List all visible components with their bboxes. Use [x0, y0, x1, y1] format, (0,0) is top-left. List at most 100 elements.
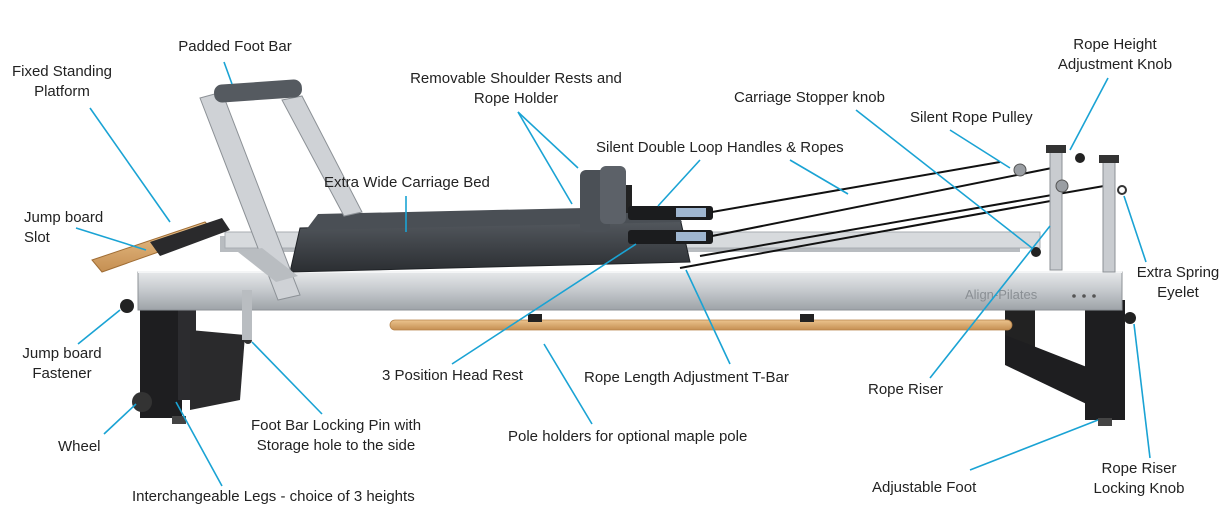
riser-collar: [1046, 145, 1066, 153]
leader-double-loop-handles-2: [789, 159, 849, 195]
label-rope-length-adjustment-tbar: Rope Length Adjustment T-Bar: [584, 368, 789, 388]
leader-rope-riser: [929, 225, 1051, 379]
label-text: Rope Holder: [473, 90, 559, 107]
label-jump-board-fastener: Jump board Fastener: [6, 344, 118, 384]
label-text: Fastener: [32, 365, 92, 382]
label-text: Rope Length Adjustment T-Bar: [584, 369, 789, 386]
shoulder-rest: [600, 166, 626, 224]
label-extra-wide-carriage-bed: Extra Wide Carriage Bed: [324, 173, 490, 193]
label-text: Removable Shoulder Rests and: [410, 70, 622, 87]
label-pole-holders: Pole holders for optional maple pole: [508, 427, 747, 447]
foot-bar-brace: [238, 248, 298, 282]
riser-locking-knob: [1124, 312, 1136, 324]
rope: [679, 199, 1057, 269]
label-foot-bar-locking-pin: Foot Bar Locking Pin with Storage hole t…: [230, 416, 442, 456]
leader-rope-length-tbar: [685, 269, 731, 365]
pulley: [1013, 163, 1027, 177]
leader-fixed-standing-platform: [89, 107, 171, 223]
label-text: Padded Foot Bar: [178, 38, 292, 55]
rope-riser-post: [1049, 149, 1063, 271]
leader-silent-rope-pulley: [949, 129, 1011, 169]
pole-holder: [528, 314, 542, 322]
rope-riser-post: [1102, 159, 1116, 273]
label-interchangeable-legs: Interchangeable Legs - choice of 3 heigh…: [132, 487, 415, 507]
label-carriage-stopper-knob: Carriage Stopper knob: [734, 88, 885, 108]
label-text: Fixed Standing: [11, 63, 113, 80]
rope: [711, 167, 1053, 237]
leader-head-rest: [451, 243, 637, 365]
leader-spring-eyelet: [1123, 195, 1147, 263]
label-text: Wheel: [58, 438, 101, 455]
leader-wheel: [103, 403, 137, 435]
label-text: Rope Height: [1073, 36, 1157, 53]
label-text: Jump board: [22, 345, 102, 362]
leader-carriage-stopper-knob: [855, 109, 1033, 249]
label-text: Interchangeable Legs - choice of 3 heigh…: [132, 488, 415, 505]
leader-lines: [75, 61, 1151, 487]
rope: [699, 185, 1105, 257]
label-rope-riser-locking-knob: Rope Riser Locking Knob: [1080, 459, 1198, 499]
handle-tag: [676, 208, 706, 217]
foot-bar-lower-arm: [242, 290, 252, 340]
label-text: 3 Position Head Rest: [382, 367, 523, 384]
leader-adjustable-foot: [969, 419, 1099, 471]
reformer-machine: Align-Pilates: [91, 79, 1136, 426]
leader-removable-shoulder-rests-2: [517, 111, 573, 205]
leader-jump-board-fastener: [77, 309, 121, 345]
label-text: Slot: [24, 229, 50, 246]
label-adjustable-foot: Adjustable Foot: [872, 478, 976, 498]
brand-mark: Align-Pilates: [965, 287, 1038, 302]
platform-bracket: [150, 218, 230, 256]
label-jump-board-slot: Jump board Slot: [24, 208, 103, 248]
leader-riser-locking-knob: [1133, 323, 1151, 459]
label-rope-riser: Rope Riser: [868, 380, 943, 400]
label-text: Adjustable Foot: [872, 479, 977, 496]
foot-bar-arm-back: [281, 95, 363, 217]
label-padded-foot-bar: Padded Foot Bar: [160, 37, 310, 57]
label-silent-rope-pulley: Silent Rope Pulley: [910, 108, 1033, 128]
frame-screw: [1082, 294, 1086, 298]
label-text: Platform: [34, 83, 90, 100]
foot-left: [172, 416, 186, 424]
label-text: Extra Spring: [1136, 264, 1220, 281]
leader-rope-height-knob: [1069, 77, 1109, 151]
wheel-shape: [132, 392, 152, 412]
jump-board-fastener-knob: [120, 299, 134, 313]
label-fixed-standing-platform: Fixed Standing Platform: [2, 62, 122, 102]
rear-leg-right: [1085, 300, 1125, 420]
rope-holder-post: [626, 185, 632, 213]
leader-pole-holders: [543, 343, 593, 425]
leader-padded-foot-bar: [223, 61, 233, 85]
rope: [711, 161, 1001, 213]
label-text: Silent Rope Pulley: [910, 109, 1033, 126]
leader-jump-board-slot: [75, 227, 147, 251]
label-wheel: Wheel: [58, 437, 101, 457]
rope-height-knob: [1075, 153, 1085, 163]
label-text: Eyelet: [1157, 284, 1199, 301]
label-removable-shoulder-rests: Removable Shoulder Rests and Rope Holder: [386, 69, 646, 109]
label-text: Rope Riser: [868, 381, 944, 398]
label-text: Pole holders for optional maple pole: [508, 428, 748, 445]
label-rope-height-adjustment-knob: Rope Height Adjustment Knob: [1030, 35, 1200, 75]
frame-screw: [1072, 294, 1076, 298]
label-text: Carriage Stopper knob: [734, 89, 885, 106]
pulley: [1055, 179, 1069, 193]
padded-foot-bar: [214, 79, 302, 103]
label-extra-spring-eyelet: Extra Spring Eyelet: [1130, 263, 1226, 303]
label-text: Jump board: [24, 209, 104, 226]
leg-brace: [190, 330, 245, 410]
riser-collar: [1099, 155, 1119, 163]
label-text: Adjustment Knob: [1057, 56, 1173, 73]
label-text: Locking Knob: [1093, 480, 1185, 497]
label-silent-double-loop-handles: Silent Double Loop Handles & Ropes: [596, 138, 844, 158]
label-three-position-head-rest: 3 Position Head Rest: [382, 366, 523, 386]
leader-double-loop-handles: [657, 159, 701, 207]
label-text: Foot Bar Locking Pin with: [250, 417, 422, 434]
leader-interchangeable-legs: [175, 401, 223, 487]
frame-screw: [1092, 294, 1096, 298]
maple-pole: [389, 319, 1013, 331]
label-text: Rope Riser: [1101, 460, 1177, 477]
label-text: Storage hole to the side: [256, 437, 416, 454]
handle-tag: [676, 232, 706, 241]
